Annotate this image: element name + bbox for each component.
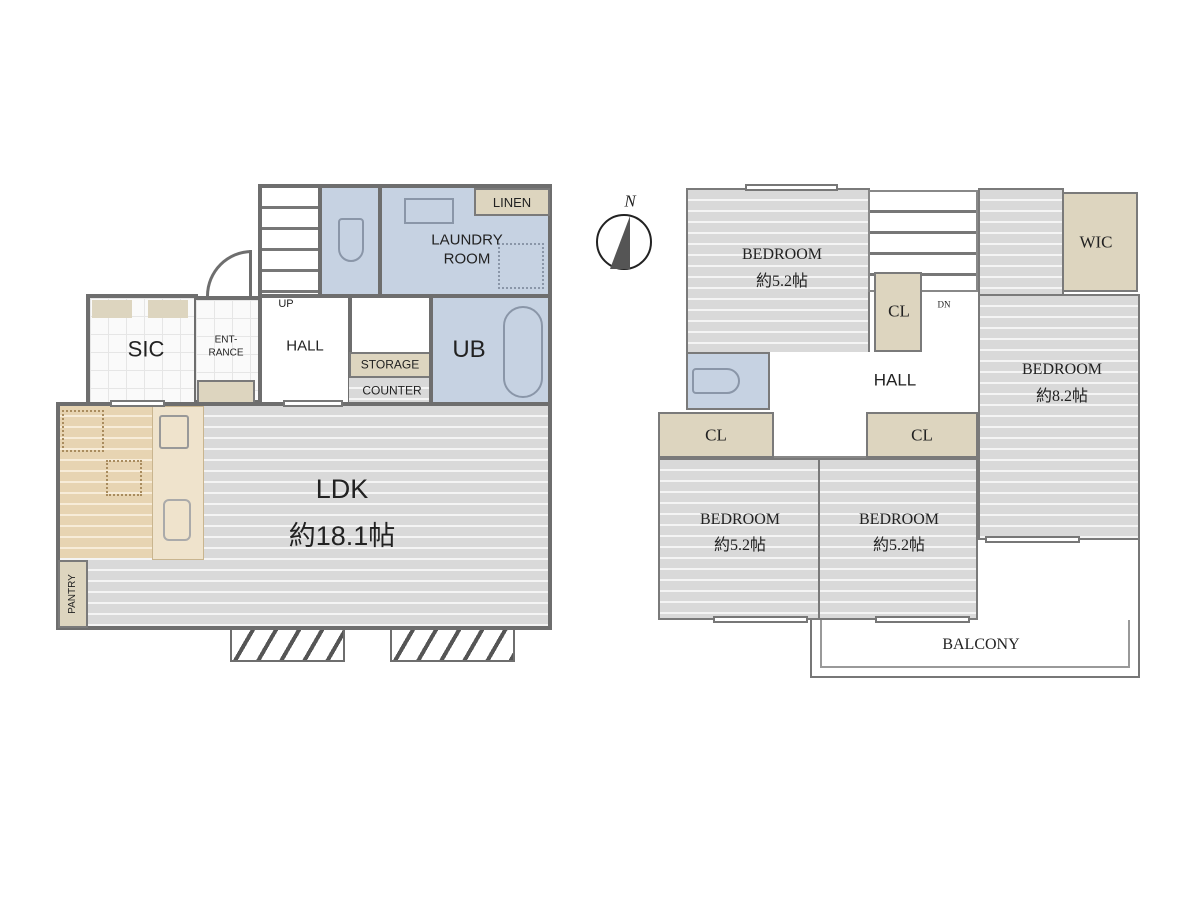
linen-label: LINEN <box>492 194 532 210</box>
sic-shelf <box>92 300 132 318</box>
storage-label: STORAGE <box>360 357 420 372</box>
window <box>745 184 838 191</box>
kitchen-appliance-icon <box>106 460 142 496</box>
hall-1f-label: HALL <box>286 337 324 355</box>
wic <box>1062 192 1138 292</box>
compass-north-label: N <box>624 191 636 211</box>
sic-label: SIC <box>127 336 165 362</box>
hall-2f <box>770 352 978 412</box>
window <box>110 400 165 407</box>
balcony-wall <box>1138 540 1140 620</box>
bedroom-sw-size: 約5.2帖 <box>713 537 767 554</box>
ldk-label: LDK <box>315 474 369 505</box>
unit-bath <box>429 294 552 406</box>
kitchen-counter <box>152 406 204 560</box>
entrance-label: ENT- RANCE <box>208 334 244 359</box>
window <box>875 616 970 623</box>
closet-right-label: CL <box>911 425 933 445</box>
toilet-2f <box>686 352 770 410</box>
wic-label: WIC <box>1079 232 1113 252</box>
balcony-label: BALCONY <box>942 636 1020 653</box>
stove-icon <box>159 415 189 449</box>
stairs-1f <box>258 184 322 298</box>
laundry-room-label: LAUNDRY ROOM <box>431 231 503 267</box>
bedroom-nw-size: 約5.2帖 <box>755 273 809 290</box>
bedroom-e-label: BEDROOM <box>1021 361 1103 378</box>
balcony <box>810 620 1140 678</box>
compass-icon <box>596 214 652 270</box>
wic-corridor <box>978 188 1064 296</box>
washer-icon <box>498 243 544 289</box>
sic-shelf <box>148 300 188 318</box>
closet-doors <box>774 412 866 458</box>
dn-label: DN <box>937 299 951 310</box>
bedroom-s-label: BEDROOM <box>858 511 940 528</box>
bedroom-s-size: 約5.2帖 <box>872 537 926 554</box>
pantry <box>58 560 88 628</box>
closet-right <box>866 412 978 458</box>
bedroom-sw-label: BEDROOM <box>699 511 781 528</box>
window <box>985 536 1080 543</box>
closet-stair-label: CL <box>888 301 910 321</box>
counter-label: COUNTER <box>362 383 422 398</box>
pantry-label: PANTRY <box>66 574 78 614</box>
toilet-icon <box>692 368 740 394</box>
toilet-1f <box>318 184 382 298</box>
bedroom-e-size: 約8.2帖 <box>1035 388 1089 405</box>
balcony-rail <box>820 620 1130 668</box>
entrance-door[interactable] <box>206 250 252 296</box>
bedroom-nw <box>686 188 870 354</box>
kitchen-sink-icon <box>163 499 191 541</box>
up-label: UP <box>278 298 294 311</box>
closet-left <box>658 412 774 458</box>
ub-label: UB <box>452 336 486 363</box>
bedroom-nw-label: BEDROOM <box>741 246 823 263</box>
sink-icon <box>404 198 454 224</box>
window <box>230 628 345 662</box>
counter <box>349 378 431 404</box>
ldk-size: 約18.1帖 <box>288 521 396 552</box>
shoe-cabinet <box>197 380 255 404</box>
bedroom-e <box>978 294 1140 540</box>
window <box>713 616 808 623</box>
hall-2f-label: HALL <box>873 370 917 390</box>
window <box>390 628 515 662</box>
toilet-icon <box>338 218 364 262</box>
closet-stair <box>874 272 922 352</box>
bathtub-icon <box>503 306 543 398</box>
linen-closet <box>474 188 550 216</box>
closet-left-label: CL <box>705 425 727 445</box>
kitchen-appliance-icon <box>62 410 104 452</box>
window <box>283 400 343 407</box>
